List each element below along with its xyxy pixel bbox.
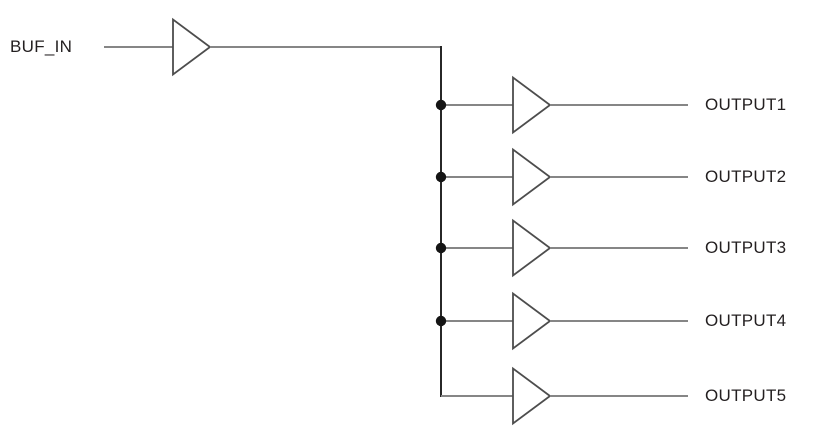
output-buffer-icon-2 — [512, 147, 552, 207]
input-net-label: BUF_IN — [10, 37, 73, 56]
output-buffer-icon-4 — [512, 291, 552, 351]
output-net-label-1: OUTPUT1 — [705, 95, 787, 114]
junction-dot-3 — [435, 242, 447, 254]
output-net-label-4: OUTPUT4 — [705, 311, 787, 330]
junction-dot-2 — [435, 171, 447, 183]
output-buffer-icon-5 — [512, 366, 552, 426]
junction-dot-4 — [435, 315, 447, 327]
output-net-label-5: OUTPUT5 — [705, 386, 787, 405]
input-buffer-icon — [172, 17, 212, 77]
output-net-label-3: OUTPUT3 — [705, 238, 787, 257]
output-buffer-icon-3 — [512, 218, 552, 278]
output-net-label-2: OUTPUT2 — [705, 167, 787, 186]
output-buffer-icon-1 — [512, 75, 552, 135]
junction-dot-1 — [435, 99, 447, 111]
